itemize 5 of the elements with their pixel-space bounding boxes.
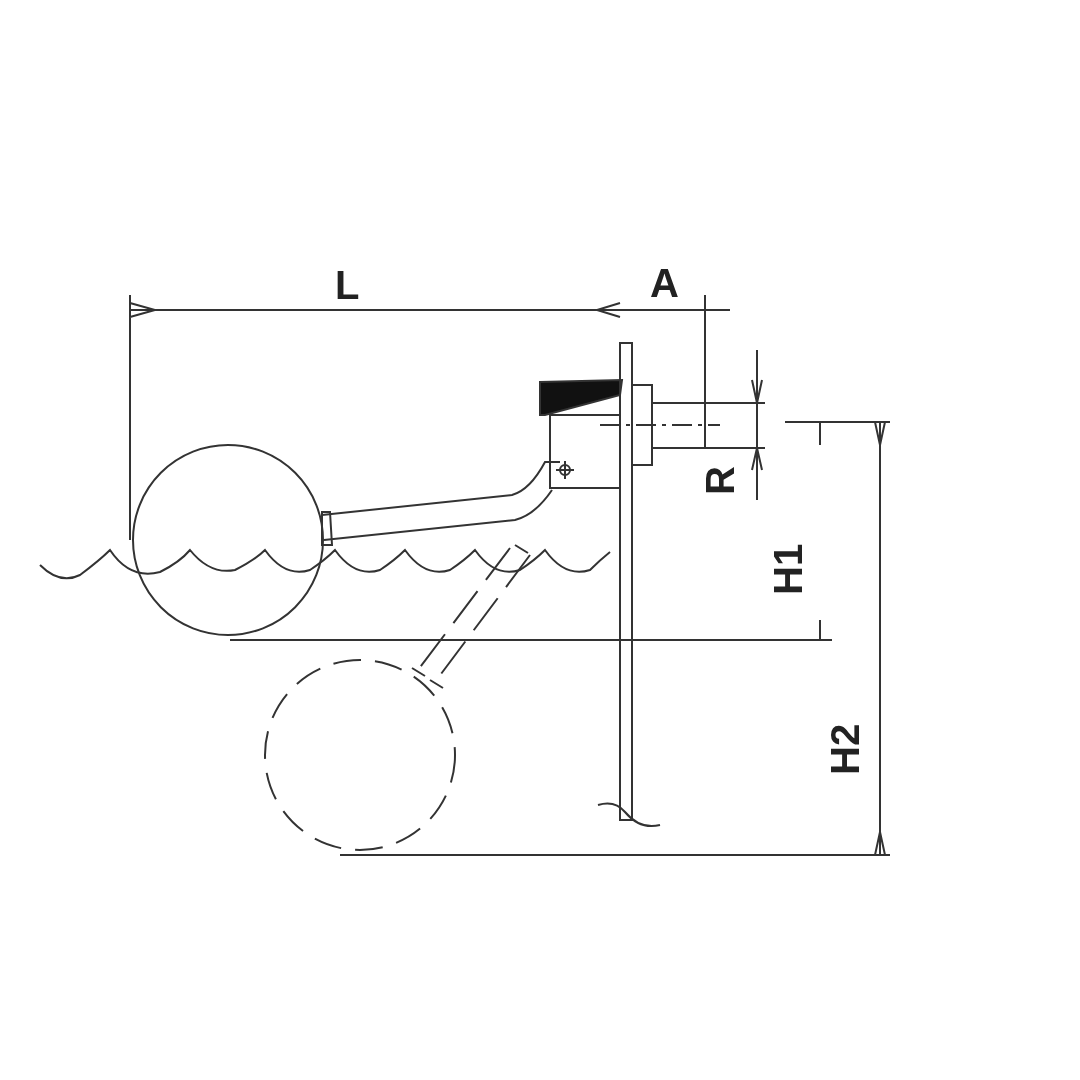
dimension-label: R [700,466,740,495]
dimension-label: H2 [825,723,865,775]
dimension-label: H1 [768,543,808,595]
dimension-label: A [650,263,679,303]
dimension-label: L [335,265,360,305]
